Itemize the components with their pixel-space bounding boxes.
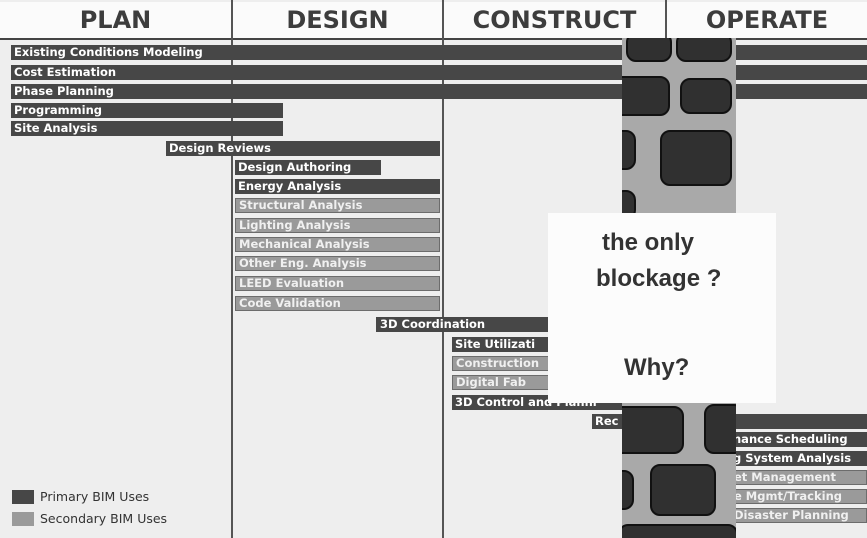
bar-programming: Programming — [11, 103, 283, 118]
bar-cost-estimation: Cost Estimation — [11, 65, 867, 80]
bar-mechanical-analysis: Mechanical Analysis — [235, 237, 440, 252]
bar-asset-management: et Management — [730, 470, 867, 485]
bar-maintenance-scheduling: nance Scheduling — [730, 432, 867, 447]
bar-structural-analysis: Structural Analysis — [235, 198, 440, 213]
legend-secondary: Secondary BIM Uses — [12, 511, 167, 526]
key-shape — [622, 130, 636, 170]
phase-header-plan: PLAN — [0, 2, 231, 40]
bar-system-analysis: g System Analysis — [730, 451, 867, 466]
key-shape — [660, 130, 732, 186]
bar-phase-planning: Phase Planning — [11, 84, 867, 99]
legend-primary-swatch — [12, 489, 34, 504]
bar-design-reviews: Design Reviews — [166, 141, 440, 156]
bar-space-mgmt-tracking: e Mgmt/Tracking — [730, 489, 867, 504]
key-shape — [622, 76, 670, 116]
legend-primary: Primary BIM Uses — [12, 489, 149, 504]
key-shape — [622, 524, 736, 538]
bar-design-authoring: Design Authoring — [235, 160, 381, 175]
phase-divider — [231, 0, 233, 538]
legend-secondary-label: Secondary BIM Uses — [40, 511, 168, 526]
key-shape — [622, 406, 684, 454]
bar-energy-analysis: Energy Analysis — [235, 179, 440, 194]
key-shape — [680, 78, 732, 114]
phase-header-construct: CONSTRUCT — [444, 2, 665, 40]
bar-disaster-planning: Disaster Planning — [730, 508, 867, 523]
bar-lighting-analysis: Lighting Analysis — [235, 218, 440, 233]
bar-other-eng-analysis: Other Eng. Analysis — [235, 256, 440, 271]
callout-line-3: Why? — [624, 354, 690, 381]
phase-header-operate: OPERATE — [667, 2, 867, 40]
bar-construction: Construction — [452, 356, 550, 371]
key-shape — [704, 404, 736, 454]
bar-leed-evaluation: LEED Evaluation — [235, 276, 440, 291]
bar-code-validation: Code Validation — [235, 296, 440, 311]
key-shape — [676, 38, 732, 62]
callout-box: the only blockage ? Why? — [548, 213, 776, 403]
callout-line-2: blockage ? — [596, 265, 722, 292]
bar-digital-fabrication: Digital Fab — [452, 375, 550, 390]
legend-secondary-swatch — [12, 511, 34, 526]
bar-site-utilization: Site Utilizati — [452, 337, 550, 352]
bar-site-analysis: Site Analysis — [11, 121, 283, 136]
key-shape — [650, 464, 716, 516]
phase-divider — [442, 0, 444, 538]
key-shape — [626, 38, 672, 62]
callout-line-1: the only — [602, 229, 695, 256]
bar-existing-conditions: Existing Conditions Modeling — [11, 45, 867, 60]
key-shape — [622, 470, 634, 510]
phase-header-design: DESIGN — [233, 2, 442, 40]
legend-primary-label: Primary BIM Uses — [40, 489, 150, 504]
bar-3d-coordination: 3D Coordination — [376, 317, 550, 332]
